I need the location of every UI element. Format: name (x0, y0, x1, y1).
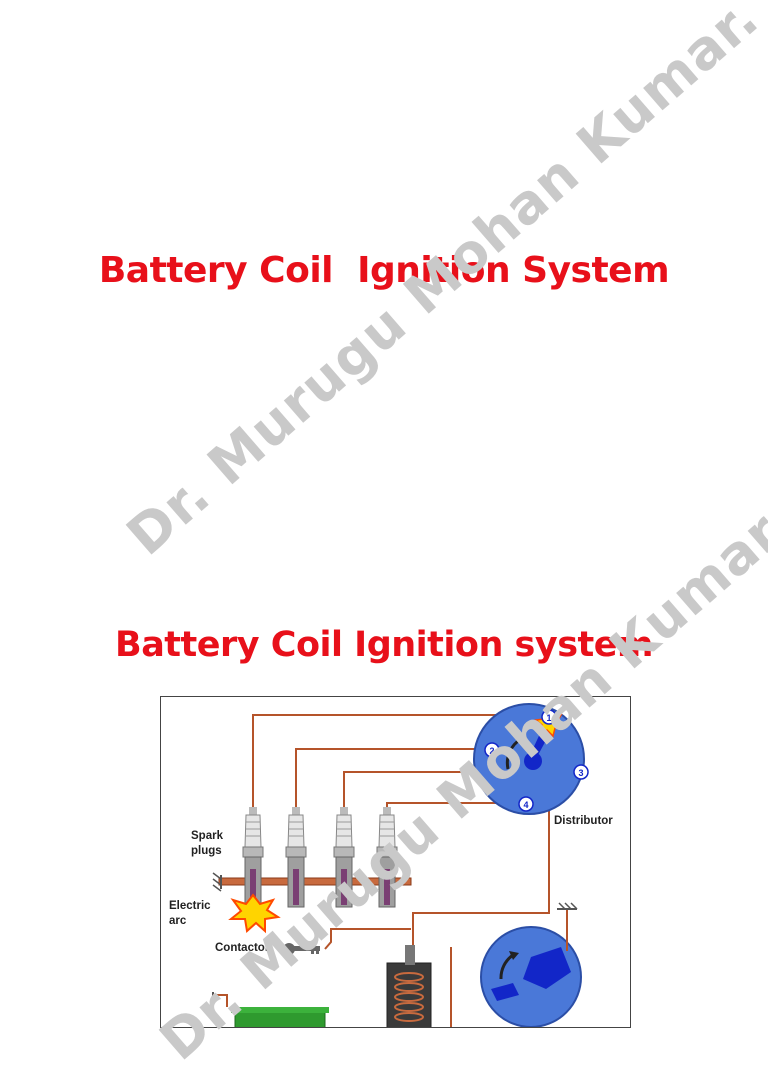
contactor-label: Contactor (215, 942, 270, 954)
ignition-coil (386, 945, 432, 1027)
spark-plug (285, 807, 307, 908)
terminal-label: 4 (523, 800, 528, 810)
ground-bar (212, 872, 412, 892)
wire-contactor (330, 928, 411, 937)
wire-distributor-coil (412, 792, 550, 945)
key-icon (283, 935, 332, 955)
plug-wires (252, 714, 571, 1027)
electric-arc-label-line2: arc (169, 915, 187, 927)
distributor-label: Distributor (554, 815, 613, 827)
electric-arc-label: Electric arc (169, 899, 211, 929)
ignition-system-diagram: 1 2 3 4 (160, 696, 631, 1028)
spark-plugs-label: Spark plugs (191, 829, 223, 859)
wire-plug-4 (386, 802, 518, 807)
distributor-terminal: 3 (573, 764, 589, 780)
electric-arc-label-line1: Electric (169, 900, 211, 912)
distributor-terminal: 4 (518, 796, 534, 812)
diagram-drawing: 1 2 3 4 (212, 703, 589, 1027)
terminal-label: 3 (578, 768, 583, 778)
slide-title: Battery Coil Ignition system (115, 625, 653, 665)
wire-plug-1 (252, 714, 541, 807)
spark-plugs-label-line2: plugs (191, 845, 222, 857)
distributor-cam (480, 902, 582, 1027)
slide-title: Battery Coil Ignition System (98, 250, 670, 291)
electric-arc-icon (228, 893, 281, 934)
spark-plug (242, 807, 264, 908)
spark-plug (333, 807, 355, 908)
terminal-label: 2 (489, 746, 494, 756)
distributor-terminal: 1 (541, 709, 557, 725)
spark-plug (376, 807, 398, 908)
spark-plugs-label-line1: Spark (191, 830, 223, 842)
slide-1: Battery Coil Ignition System (98, 250, 670, 291)
wire-plug-2 (295, 748, 486, 807)
battery (212, 992, 329, 1027)
distributor-terminal: 2 (484, 742, 500, 758)
terminal-label: 1 (546, 713, 551, 723)
